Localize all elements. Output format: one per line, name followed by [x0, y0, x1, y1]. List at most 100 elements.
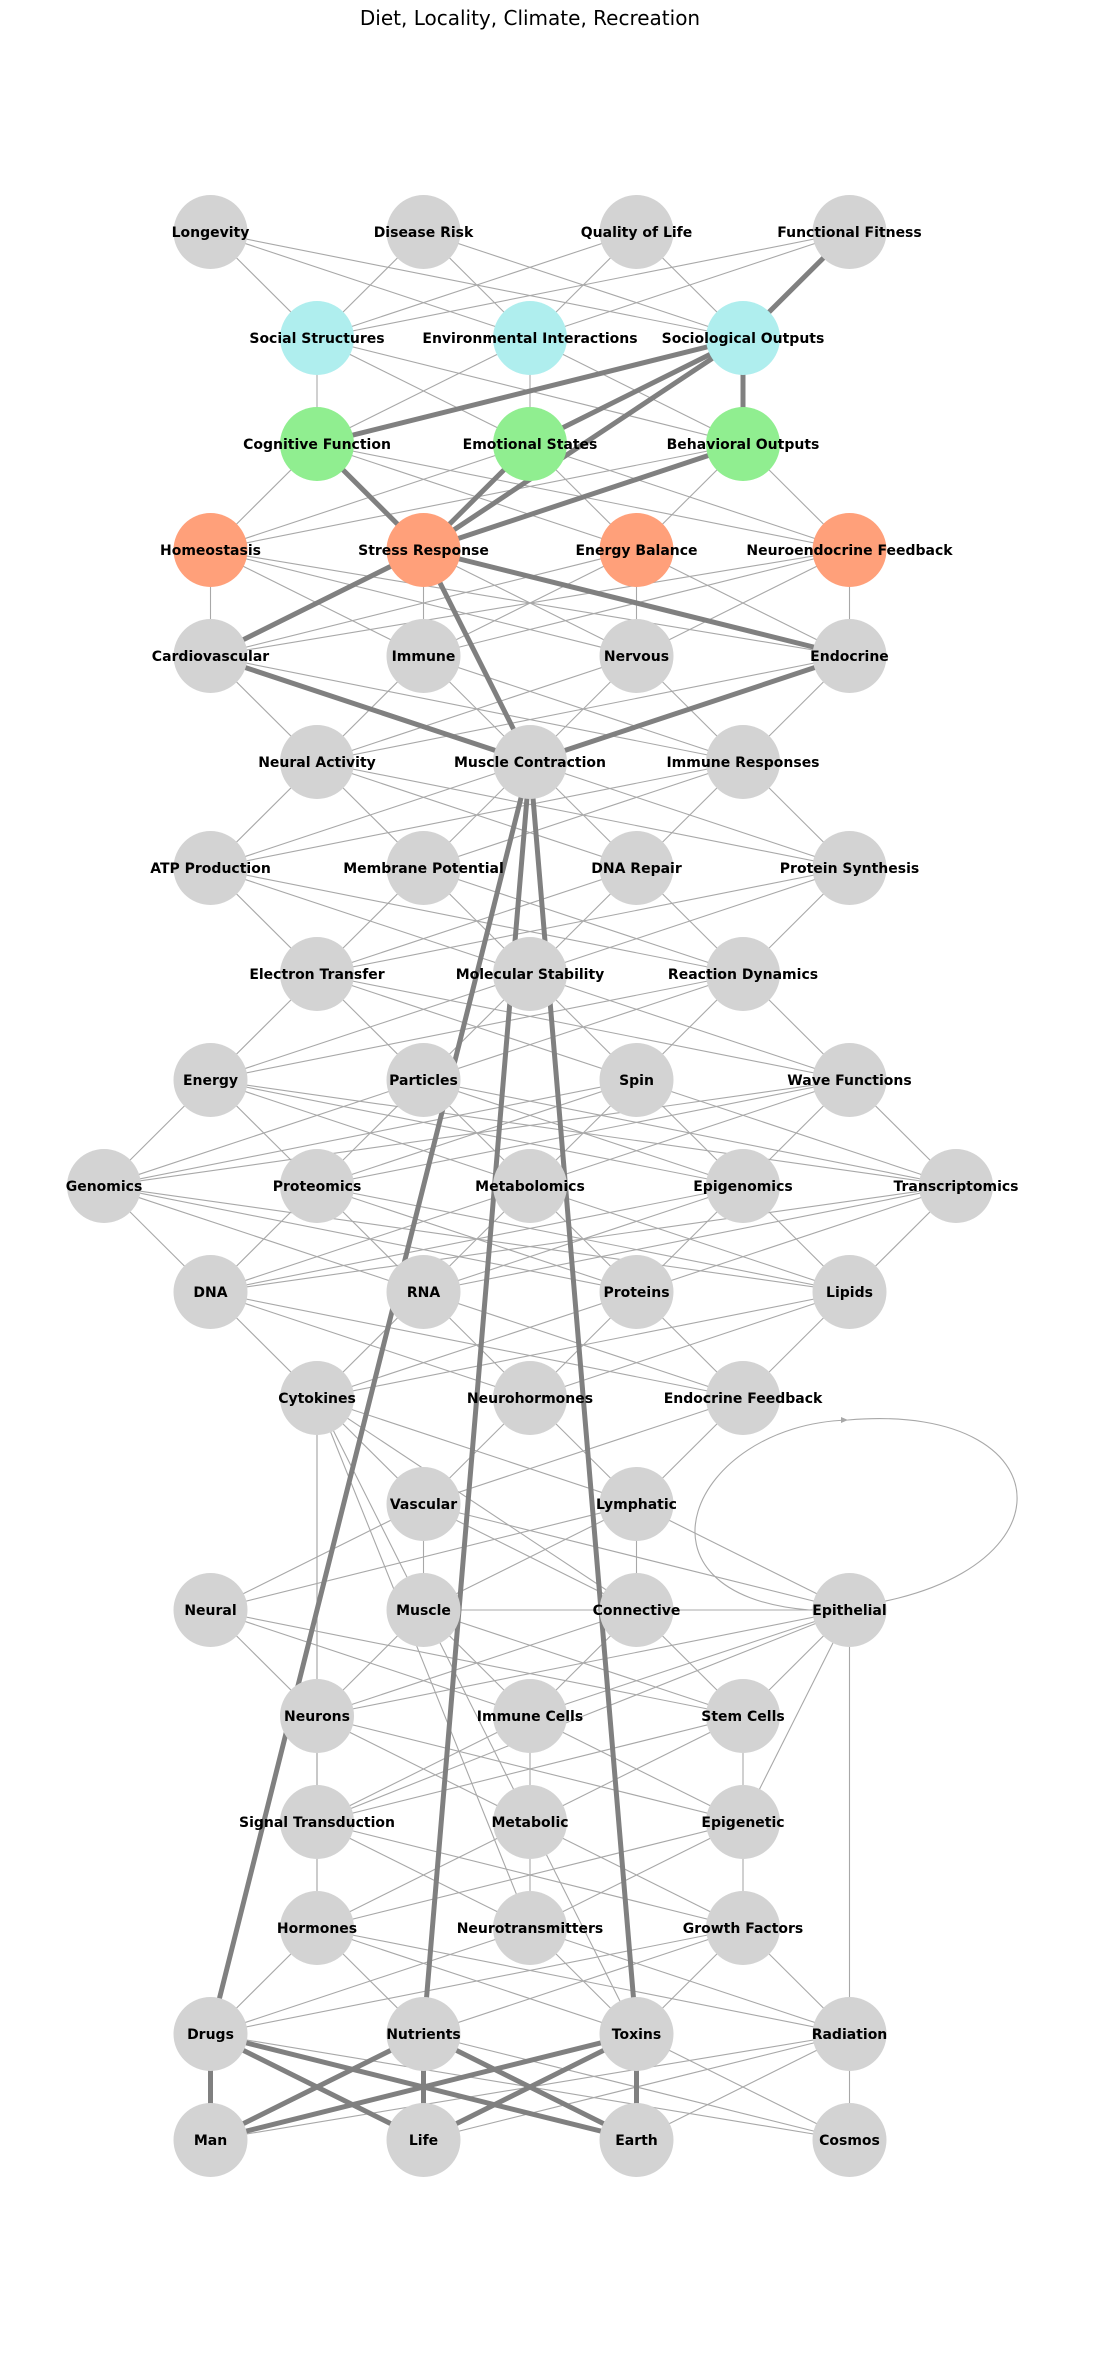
node-label: Energy [183, 1073, 238, 1089]
edge-vascular-neural [210, 1503, 424, 1611]
node-label: Quality of Life [581, 225, 693, 241]
node-label: Drugs [187, 2027, 234, 2043]
emphasis-edge-muscle_contraction-drugs [208, 759, 533, 2037]
node-label: Protein Synthesis [780, 861, 919, 877]
node-label: ATP Production [150, 861, 271, 877]
edge-endocrine_feedback-vascular [423, 1397, 744, 1505]
node-label: Neurotransmitters [457, 1921, 604, 1937]
node-circle [812, 1573, 887, 1647]
node-molecular-stability: Molecular Stability [456, 937, 604, 1011]
node-label: Epithelial [812, 1603, 886, 1619]
node-neurons: Neurons [280, 1679, 354, 1753]
node-label: Immune Cells [477, 1709, 583, 1725]
node-immune-responses: Immune Responses [666, 725, 820, 799]
node-circle [919, 1149, 993, 1223]
edge-cytokines-muscle [316, 1397, 424, 1611]
node-behavioral-outputs: Behavioral Outputs [667, 407, 820, 481]
node-circle [280, 407, 354, 481]
edge-functional_fitness-social_structures [316, 231, 850, 339]
node-circle [599, 2103, 674, 2177]
emphasis-edge-toxins-man [208, 2031, 639, 2143]
diagram-title: Diet, Locality, Climate, Recreation [360, 6, 700, 30]
node-label: Sociological Outputs [662, 331, 825, 347]
edge-protein_synthesis-electron_transfer [316, 867, 850, 975]
node-emotional-states: Emotional States [463, 407, 598, 481]
node-label: Longevity [172, 225, 250, 241]
node-epigenetic: Epigenetic [701, 1785, 785, 1859]
node-label: DNA [193, 1285, 227, 1301]
node-label: Radiation [812, 2027, 888, 2043]
node-circle [280, 1891, 354, 1965]
node-circle [812, 619, 887, 693]
node-circle [67, 1149, 141, 1223]
node-reaction-dynamics: Reaction Dynamics [668, 937, 818, 1011]
node-circle [493, 1679, 567, 1753]
self-loop-arrowhead [841, 1417, 848, 1423]
node-label: Connective [593, 1603, 681, 1619]
edge-cytokines-connective [316, 1397, 637, 1611]
edge-stem_cells-metabolic [529, 1715, 744, 1823]
node-circle [173, 1043, 248, 1117]
edge-epithelial-signal_transduction [316, 1609, 850, 1823]
node-label: Growth Factors [683, 1921, 804, 1937]
node-energy-balance: Energy Balance [575, 513, 698, 587]
node-circle [173, 619, 248, 693]
node-label: Muscle [396, 1603, 451, 1619]
node-circle [280, 937, 354, 1011]
edge-growth_factors-nutrients [423, 1927, 744, 2035]
node-circle [173, 513, 248, 587]
node-circle [706, 937, 780, 1011]
node-circle [706, 725, 780, 799]
edge-dna_repair-electron_transfer [316, 867, 637, 975]
node-label: Lipids [826, 1285, 873, 1301]
edge-metabolomics-dna [210, 1185, 531, 1293]
node-nervous: Nervous [599, 619, 674, 693]
node-stress-response: Stress Response [358, 513, 489, 587]
node-earth: Earth [599, 2103, 674, 2177]
node-circle [599, 1573, 674, 1647]
node-circle [173, 1997, 248, 2071]
edge-neuroendocrine_feedback-nervous [636, 549, 850, 657]
node-rna: RNA [386, 1255, 461, 1329]
node-label: DNA Repair [591, 861, 682, 877]
node-endocrine: Endocrine [810, 619, 889, 693]
node-cardiovascular: Cardiovascular [152, 619, 269, 693]
node-circle [599, 1997, 674, 2071]
node-circle [812, 513, 887, 587]
node-circle [706, 1679, 780, 1753]
node-label: Emotional States [463, 437, 598, 453]
edge-wave_functions-proteomics [316, 1079, 850, 1187]
node-label: Neuroendocrine Feedback [746, 543, 953, 559]
node-sociological-outputs: Sociological Outputs [662, 301, 825, 375]
node-dna-repair: DNA Repair [591, 831, 682, 905]
node-circle [812, 2103, 887, 2177]
node-label: RNA [407, 1285, 440, 1301]
node-circle [386, 1997, 461, 2071]
node-particles: Particles [386, 1043, 461, 1117]
node-label: Endocrine [810, 649, 889, 665]
node-environmental-interactions: Environmental Interactions [422, 301, 638, 375]
node-disease-risk: Disease Risk [374, 195, 474, 269]
edge-neuroendocrine_feedback-cardiovascular [210, 549, 850, 657]
edge-nervous-neural_activity [316, 655, 637, 763]
emphasis-edge-stress_response-muscle_contraction [421, 547, 533, 765]
edge-epigenetic-neurotransmitters [529, 1821, 744, 1929]
node-longevity: Longevity [172, 195, 250, 269]
emphasis-edge-sociological_outputs-stress_response [421, 335, 746, 553]
edge-neurotransmitters-drugs [210, 1927, 531, 2035]
node-label: Disease Risk [374, 225, 474, 241]
edge-stem_cells-signal_transduction [316, 1715, 744, 1823]
node-immune-cells: Immune Cells [477, 1679, 583, 1753]
node-circle [280, 725, 354, 799]
node-label: Lymphatic [596, 1497, 677, 1513]
node-immune: Immune [386, 619, 461, 693]
node-label: Endocrine Feedback [664, 1391, 823, 1407]
node-label: Stress Response [358, 543, 489, 559]
node-label: Environmental Interactions [422, 331, 637, 347]
node-circle [706, 1891, 780, 1965]
node-label: Behavioral Outputs [667, 437, 820, 453]
edge-reaction_dynamics-particles [423, 973, 744, 1081]
emphasis-edge-stress_response-endocrine [421, 547, 852, 659]
node-circle [812, 195, 887, 269]
node-label: Homeostasis [160, 543, 261, 559]
